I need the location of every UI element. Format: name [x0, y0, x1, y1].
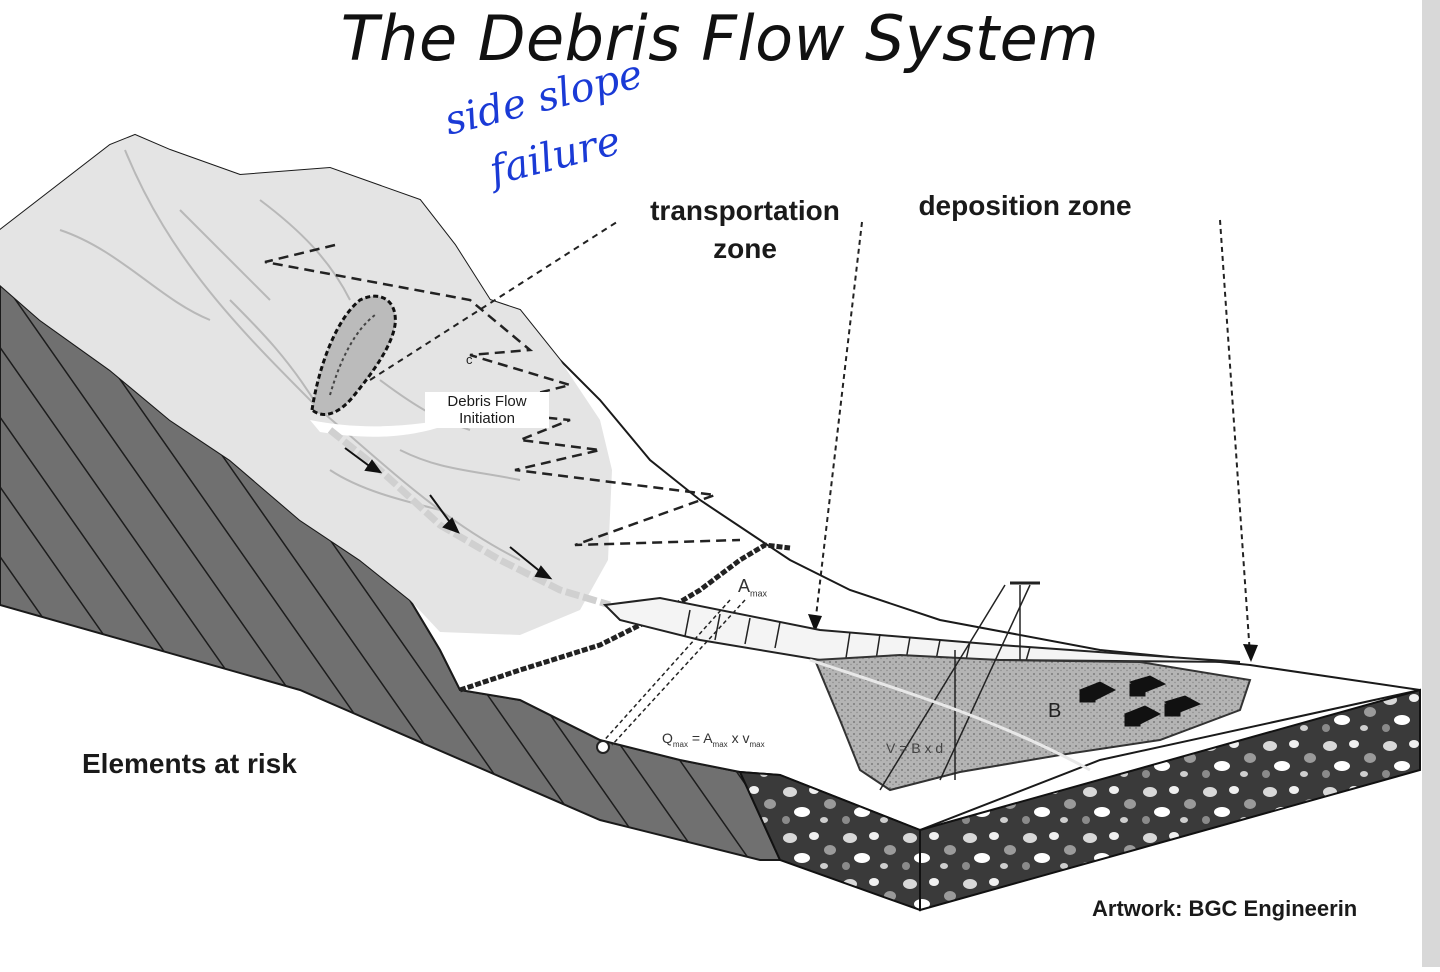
measurement-lines [599, 581, 1091, 791]
transportation-zone-label: transportation zone [620, 192, 870, 268]
volume-formula: V = B x d [886, 740, 944, 756]
area-letter: A [738, 576, 751, 596]
ground-block-side [919, 688, 1421, 912]
elements-at-risk-label: Elements at risk [82, 748, 297, 779]
deposit-label: B [1048, 700, 1062, 722]
artwork-credit: Artwork: BGC Engineerin [1092, 896, 1358, 921]
transportation-zone-line1: transportation [650, 195, 840, 226]
houses [1078, 675, 1202, 727]
discharge-a-sub: max [712, 739, 728, 749]
discharge-v: x v [731, 730, 750, 746]
area-subscript: max [750, 588, 768, 599]
discharge-q-sub: max [672, 739, 689, 749]
failure-scar [310, 294, 397, 416]
discharge-q: Q [662, 730, 673, 746]
discharge-eq: = A [691, 730, 713, 746]
catchment-area [0, 135, 612, 635]
initiation-label: Debris Flow Initiation [425, 392, 549, 428]
deposition-zone-label: deposition zone [918, 190, 1132, 221]
initiation-streak [310, 415, 470, 437]
flow-channel [327, 427, 612, 609]
discharge-formula: Qmax = Amax x vmax [662, 730, 765, 749]
measurement-point [596, 740, 610, 754]
window-edge [1422, 0, 1440, 967]
initiation-line2: Initiation [459, 410, 515, 427]
transport-arrowhead [808, 614, 822, 632]
discharge-v-sub: max [749, 739, 765, 749]
transportation-zone-line2: zone [713, 233, 777, 264]
area-label: Amax [738, 576, 767, 599]
flow-arrows [344, 447, 553, 580]
deposition-arrowhead [1243, 644, 1258, 662]
initiation-line1: Debris Flow [447, 393, 527, 410]
page-title: The Debris Flow System [340, 2, 1100, 75]
point-label: c [466, 352, 473, 367]
